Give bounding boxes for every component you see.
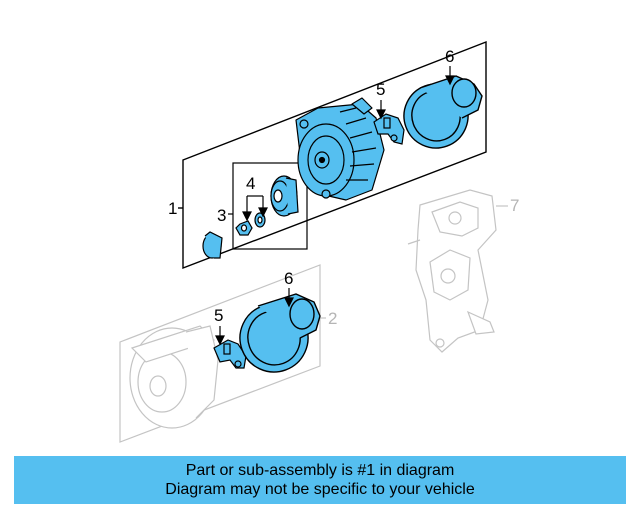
callout-5-top: 5: [376, 80, 385, 99]
cap-highlight: [202, 231, 223, 259]
callout-1: 1: [168, 199, 177, 218]
alternator-highlight: [295, 97, 385, 201]
cover-highlight: [403, 75, 483, 149]
assembly-box: [178, 40, 487, 270]
banner-line-1: Part or sub-assembly is #1 in diagram: [185, 462, 455, 479]
banner-line-2: Diagram may not be specific to your vehi…: [165, 481, 475, 498]
callout-3: 3: [217, 206, 226, 225]
assembly-box-ghost: [119, 264, 326, 443]
cover-bottom-highlight: [239, 293, 321, 373]
pulley-sub-box: [228, 162, 308, 250]
callout-7: 7: [510, 196, 519, 215]
nut-parts-highlight: [235, 212, 266, 236]
parts-diagram: 1 3 4 5 6 6 5 2 7: [119, 40, 519, 443]
leader-lines: [215, 66, 455, 346]
bracket-ghost: [407, 189, 508, 353]
pulley-highlight: [270, 175, 299, 217]
regulator-bottom-highlight: [213, 339, 247, 369]
part-info-banner: Part or sub-assembly is #1 in diagram Di…: [14, 456, 626, 504]
regulator-highlight: [373, 113, 405, 145]
callout-6-bottom: 6: [284, 269, 293, 288]
callout-4: 4: [246, 174, 255, 193]
callout-5-bottom: 5: [214, 306, 223, 325]
callout-2: 2: [328, 309, 337, 328]
alternator-ghost: [129, 325, 219, 429]
callout-6-top: 6: [445, 47, 454, 66]
